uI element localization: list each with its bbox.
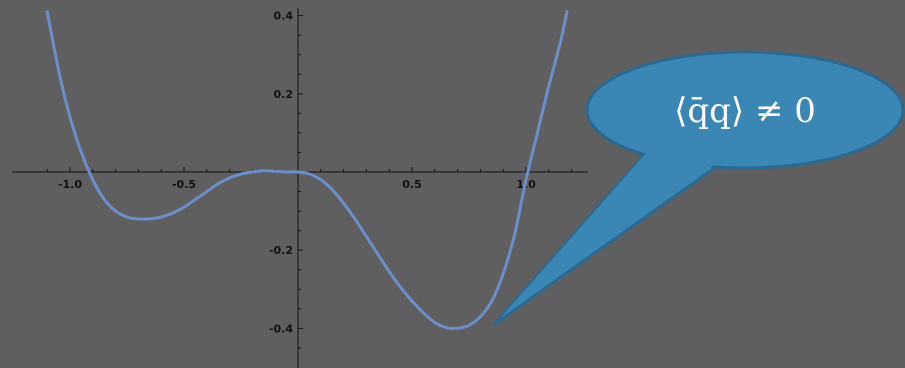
x-tick-label: -0.5: [172, 178, 196, 191]
bubble-tail-fill: [500, 143, 721, 319]
series-layer: [45, 10, 569, 331]
y-tick-label: -0.2: [269, 244, 293, 257]
x-tick-label: -1.0: [58, 178, 82, 191]
y-tick-label: -0.4: [269, 322, 293, 335]
x-tick-label: 0.5: [402, 178, 422, 191]
bubble-label: ⟨q̄q⟩ ≠ 0: [674, 91, 816, 131]
y-tick-label: 0.4: [274, 10, 294, 23]
potential-curve-line: [45, 10, 569, 331]
annotation-bubble: ⟨q̄q⟩ ≠ 0: [492, 50, 905, 326]
bubble-body: [585, 50, 905, 170]
y-tick-label: 0.2: [274, 88, 294, 101]
